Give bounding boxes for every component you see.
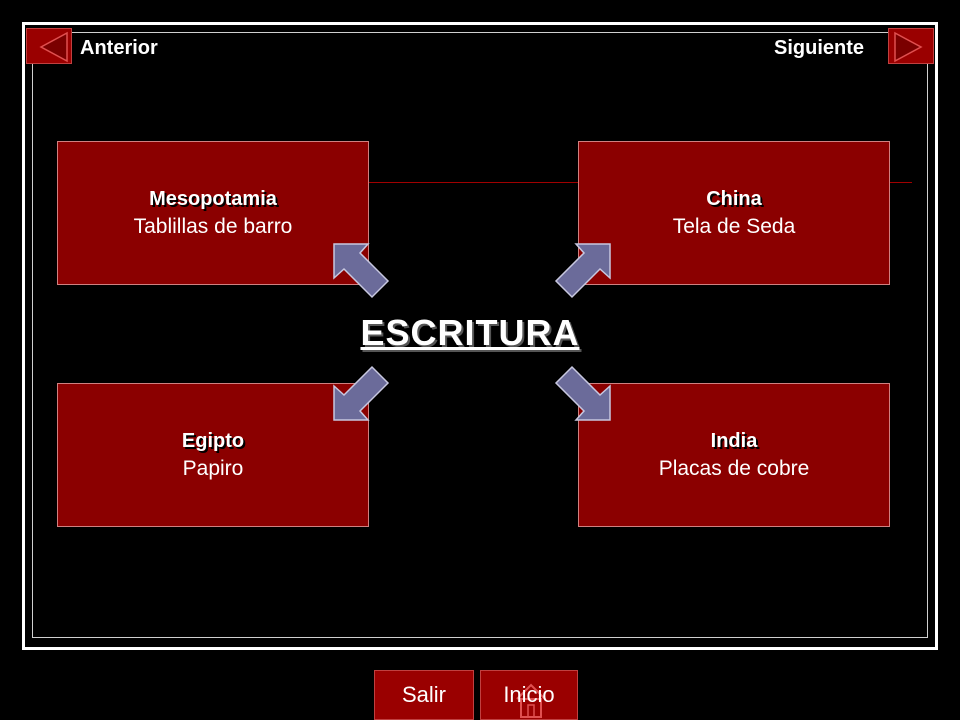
triangle-right-icon xyxy=(894,31,923,63)
previous-label[interactable]: Anterior xyxy=(80,37,158,59)
box-subtitle: Papiro xyxy=(182,457,244,480)
home-button[interactable]: Inicio xyxy=(480,670,578,720)
box-title: Egipto xyxy=(181,430,245,452)
previous-button[interactable] xyxy=(26,28,72,64)
box-china[interactable]: China Tela de Seda xyxy=(578,141,890,285)
arrow-up-left-icon xyxy=(333,243,390,299)
center-title: ESCRITURA xyxy=(360,312,580,353)
box-title: China xyxy=(706,188,762,210)
box-india[interactable]: India Placas de cobre xyxy=(578,383,890,527)
house-icon xyxy=(516,683,546,718)
arrow-down-right-icon xyxy=(554,365,611,421)
slide-outer-border xyxy=(22,22,938,650)
box-subtitle: Tablillas de barro xyxy=(133,215,293,238)
exit-button[interactable]: Salir xyxy=(374,670,474,720)
box-title: India xyxy=(710,430,758,452)
box-egipto[interactable]: Egipto Papiro xyxy=(57,383,369,527)
triangle-left-icon xyxy=(39,31,68,63)
next-label[interactable]: Siguiente xyxy=(774,37,865,59)
box-title: Mesopotamia xyxy=(149,188,277,210)
box-subtitle: Tela de Seda xyxy=(672,215,796,238)
arrow-up-right-icon xyxy=(554,243,611,299)
box-mesopotamia[interactable]: Mesopotamia Tablillas de barro xyxy=(57,141,369,285)
home-label: Inicio xyxy=(503,682,555,707)
next-button[interactable] xyxy=(888,28,934,64)
arrow-down-left-icon xyxy=(333,365,390,421)
exit-label: Salir xyxy=(401,682,446,707)
box-subtitle: Placas de cobre xyxy=(658,457,810,480)
slide-inner-border xyxy=(32,32,928,638)
